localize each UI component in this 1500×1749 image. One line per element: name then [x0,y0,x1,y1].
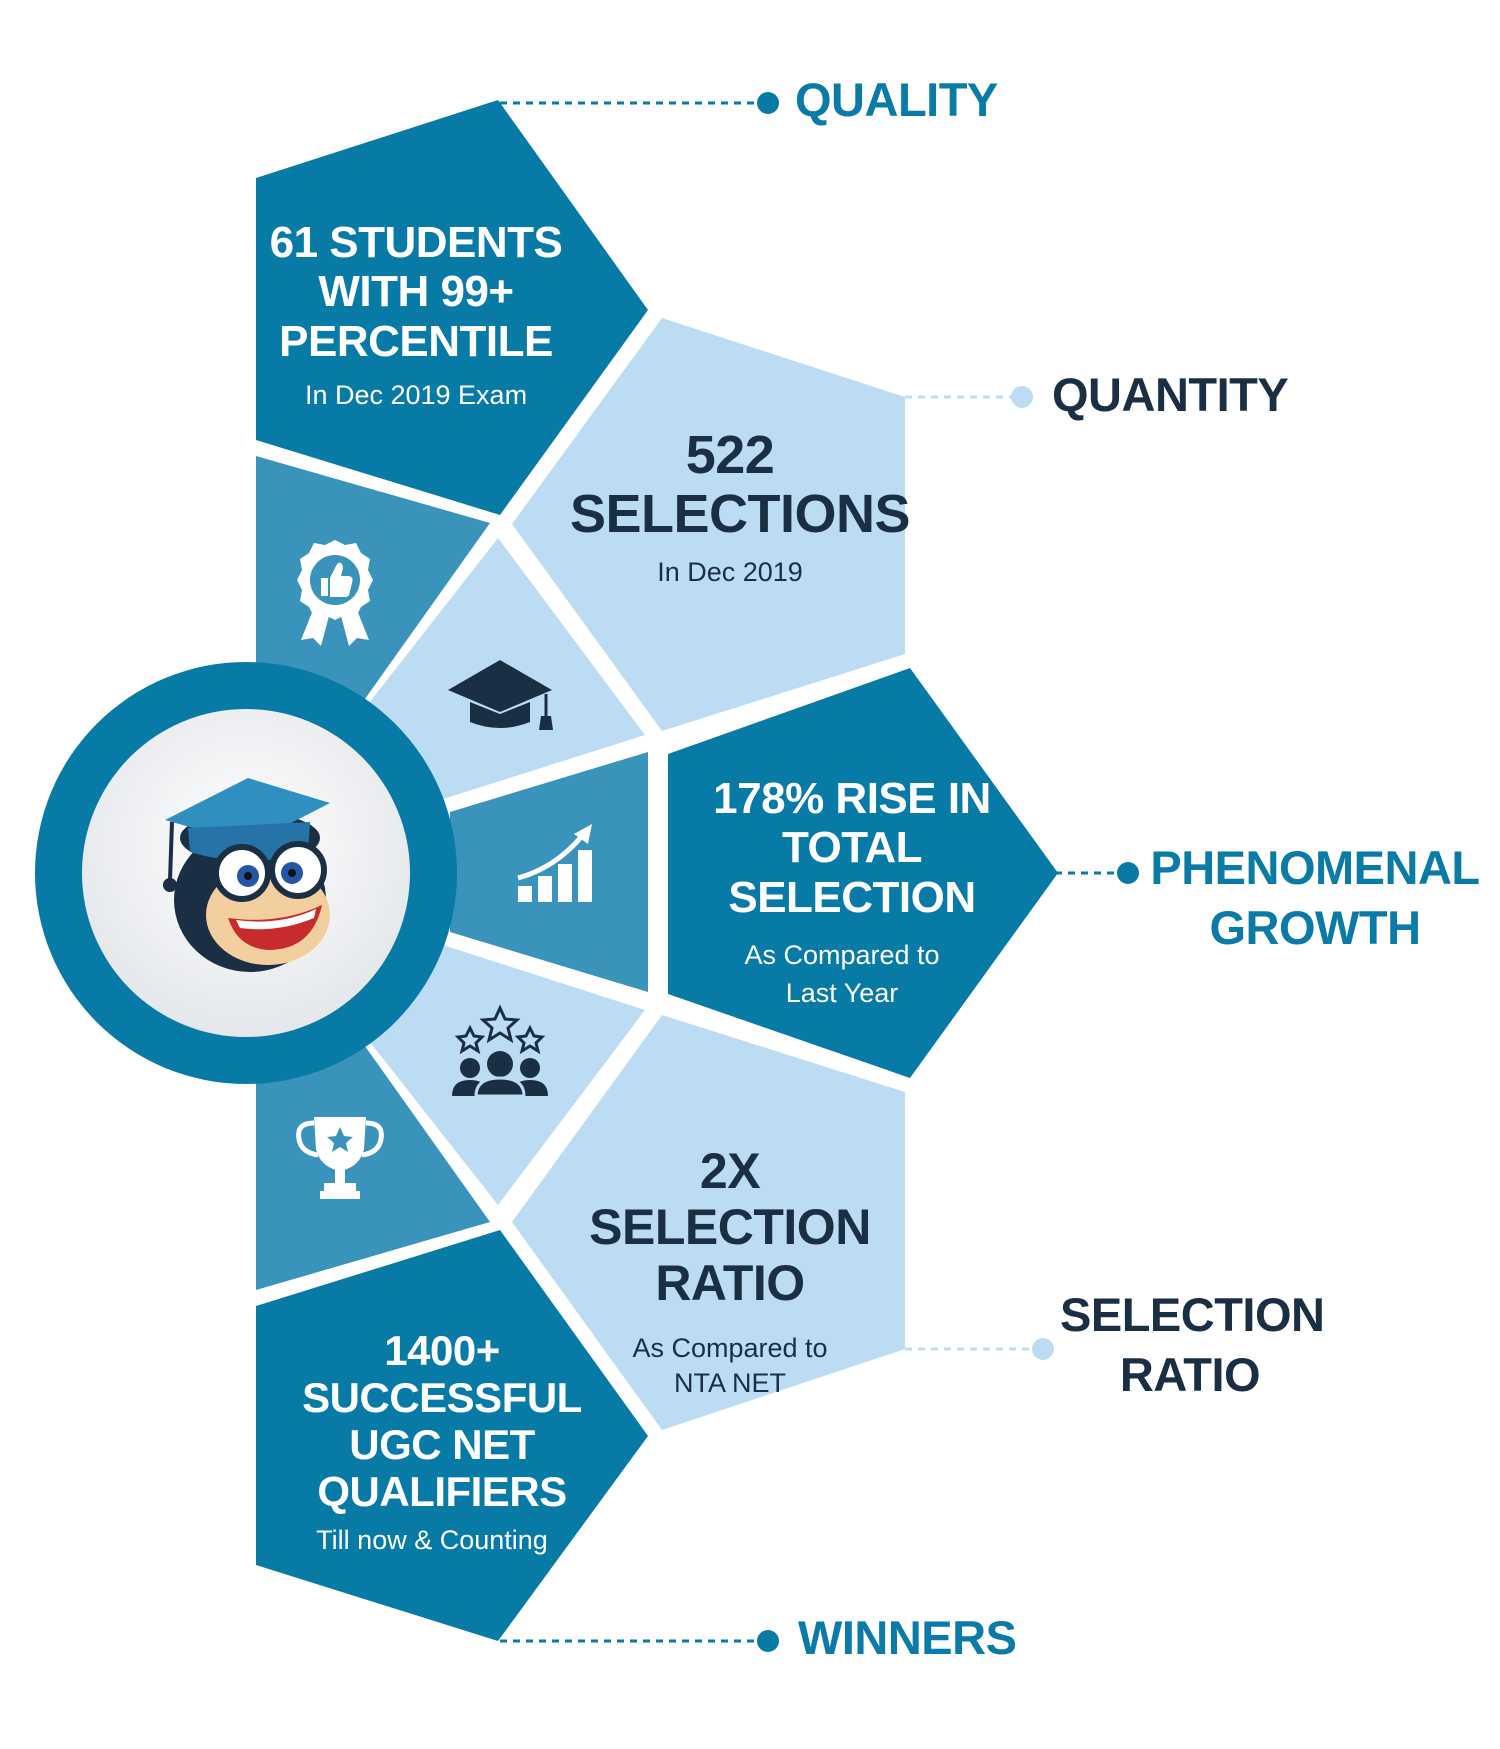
label-ratio: SELECTION RATIO [1060,1285,1325,1405]
panel-quality-line-1: 61 STUDENTS [269,218,563,267]
label-quality: QUALITY [795,70,998,130]
panel-ratio-headline: 2X SELECTION RATIO [560,1143,900,1311]
panel-winners-line-1: 1400+ [384,1327,500,1374]
connectors [500,92,1139,1652]
graduation-cap-icon [448,660,553,730]
panel-winners-headline: 1400+ SUCCESSFUL UGC NET QUALIFIERS [262,1327,622,1515]
panel-quantity-shape [512,318,905,731]
panel-quality-line-3: PERCENTILE [279,316,553,366]
mascot-monkey-graduate-icon [163,778,330,972]
panel-quality: 61 STUDENTS WITH 99+ PERCENTILE In Dec 2… [266,218,566,410]
panel-quality-subtext: In Dec 2019 Exam [304,379,528,410]
panel-winners-line-3: UGC NET QUALIFIERS [317,1421,567,1516]
connector-quantity-dot [1011,386,1033,408]
panel-quantity-headline: 522 SELECTIONS [570,425,911,545]
panel-growth-shape [668,668,1058,1078]
team-stars-icon [452,1004,548,1098]
wedge-growth [450,752,648,992]
label-ratio-line-1: SELECTION [1060,1288,1325,1341]
panel-quantity-line-2: SELECTIONS [570,484,911,545]
label-winners-line-1: WINNERS [798,1611,1017,1664]
connector-quality-dot [757,92,779,114]
panel-winners-subtext: Till now & Counting [316,1525,548,1556]
panel-ratio-sub-line-1: As Compared to [632,1333,828,1363]
panel-growth-sub-line-2: Last Year [785,978,899,1009]
label-quantity: QUANTITY [1052,365,1289,425]
connector-growth-dot [1117,862,1139,884]
panel-winners: 1400+ SUCCESSFUL UGC NET QUALIFIERS Till… [262,1327,622,1555]
label-winners: WINNERS [798,1608,1017,1668]
panel-quality-shape [256,100,648,515]
panel-ratio-line-2: RATIO [655,1255,805,1311]
panel-growth-line-1: 178% RISE IN [713,774,991,823]
label-quality-line-1: QUALITY [795,73,998,126]
label-quantity-line-1: QUANTITY [1052,368,1289,421]
panel-growth-subtext: As Compared to Last Year [652,936,1032,1013]
label-growth-line-1: PHENOMENAL [1150,841,1480,894]
panel-winners-line-2: SUCCESSFUL [302,1374,582,1422]
connector-ratio-dot [1032,1338,1054,1360]
label-growth-line-2: GROWTH [1209,901,1421,955]
panel-growth-headline: 178% RISE IN TOTAL SELECTION [672,774,1032,922]
panel-quantity-line-1: 522 [685,425,775,485]
panel-growth-line-2: TOTAL SELECTION [728,823,976,922]
panel-quality-headline: 61 STUDENTS WITH 99+ PERCENTILE [266,218,566,366]
growth-chart-icon [517,824,592,902]
panel-ratio-shape [512,1015,905,1430]
label-growth: PHENOMENAL GROWTH [1150,838,1480,958]
trophy-icon [296,1117,384,1199]
panel-quality-line-2: WITH 99+ [318,267,514,317]
panel-quantity-subtext: In Dec 2019 [657,556,803,587]
panel-ratio-subtext: As Compared to NTA NET [560,1331,900,1401]
wedge-award [256,456,490,730]
panel-ratio: 2X SELECTION RATIO As Compared to NTA NE… [560,1143,900,1401]
panel-ratio-sub-line-2: NTA NET [673,1368,786,1399]
label-ratio-line-2: RATIO [1119,1348,1261,1402]
panel-quantity: 522 SELECTIONS In Dec 2019 [570,425,911,587]
panel-winners-shape [256,1230,648,1641]
connector-winners-dot [757,1630,779,1652]
award-thumbs-up-icon [297,540,373,646]
panel-ratio-line-1: 2X SELECTION [589,1143,871,1255]
panel-growth: 178% RISE IN TOTAL SELECTION As Compared… [672,774,1032,1012]
panel-growth-sub-line-1: As Compared to [744,939,940,970]
